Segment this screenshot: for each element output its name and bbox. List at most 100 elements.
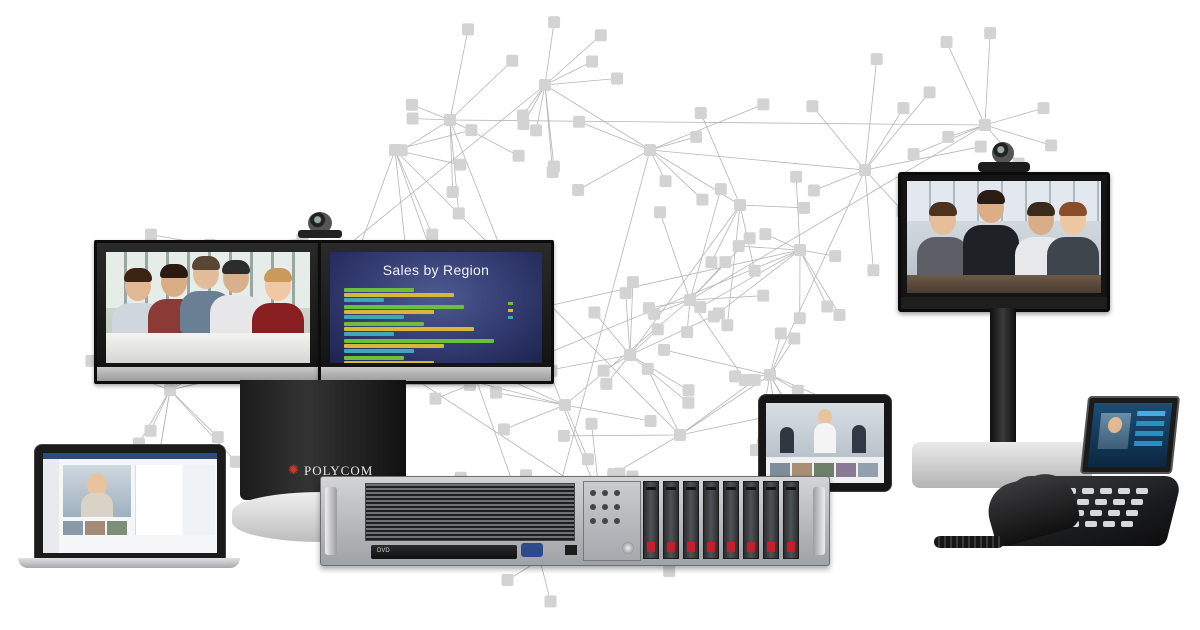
network-link <box>769 169 866 376</box>
network-link <box>946 41 986 126</box>
network-node <box>626 276 639 289</box>
network-link <box>864 92 930 171</box>
laptop-base <box>18 558 240 568</box>
network-link <box>449 119 454 193</box>
network-link <box>539 559 551 602</box>
network-link <box>738 245 801 251</box>
network-link <box>689 295 764 301</box>
network-node <box>870 53 883 66</box>
network-node <box>497 423 510 436</box>
network-node <box>859 164 871 176</box>
network-link <box>544 84 554 172</box>
network-link <box>503 404 566 430</box>
network-node <box>721 319 734 332</box>
network-link <box>647 368 681 436</box>
network-node <box>798 201 811 214</box>
network-node <box>462 23 475 36</box>
network-node <box>682 396 695 409</box>
phone-key <box>1113 499 1125 505</box>
phone-key <box>1103 521 1115 527</box>
phone-key <box>1077 499 1089 505</box>
network-node <box>1045 139 1058 152</box>
network-link <box>544 61 593 86</box>
server-unit: DVD <box>320 476 830 566</box>
chart-bar <box>344 361 434 363</box>
dvd-label: DVD <box>377 548 390 554</box>
network-node <box>694 301 707 314</box>
network-node <box>940 36 953 49</box>
phone-key <box>1082 488 1094 494</box>
network-link <box>679 379 756 436</box>
network-node <box>490 386 503 399</box>
network-link <box>544 84 741 206</box>
network-link <box>769 338 795 376</box>
network-node <box>793 312 806 325</box>
network-node <box>539 79 551 91</box>
chart-bar <box>344 327 474 331</box>
network-node <box>707 310 720 323</box>
network-node <box>530 124 543 137</box>
vga-port <box>521 543 543 557</box>
network-link <box>544 78 618 86</box>
network-node <box>659 175 672 188</box>
network-node <box>663 565 676 578</box>
network-node <box>506 54 519 67</box>
server-vent <box>365 483 575 541</box>
network-node <box>794 244 806 256</box>
network-link <box>629 313 720 356</box>
network-node <box>714 183 727 196</box>
network-link <box>711 204 741 263</box>
network-link <box>689 261 726 301</box>
phone-display <box>1087 403 1173 467</box>
network-link <box>663 349 771 376</box>
camera-mount <box>978 162 1030 172</box>
phone-key <box>1118 488 1130 494</box>
network-link <box>625 293 631 356</box>
network-link <box>564 404 651 422</box>
drive-bay <box>643 481 659 559</box>
network-link <box>648 299 691 309</box>
network-link <box>700 249 801 308</box>
network-link <box>649 149 703 200</box>
network-node <box>446 186 459 199</box>
network-node <box>696 193 709 206</box>
phone-cord <box>934 536 1004 548</box>
drive-bay <box>763 481 779 559</box>
network-link <box>594 312 631 356</box>
network-node <box>829 250 842 263</box>
network-link <box>544 34 602 86</box>
chart-bar <box>344 332 394 336</box>
network-node <box>559 399 571 411</box>
drive-bay <box>663 481 679 559</box>
chart-bar <box>344 310 434 314</box>
chart-bar <box>344 298 384 302</box>
chart-bar <box>344 288 414 292</box>
network-link <box>629 354 689 404</box>
network-node <box>600 377 613 390</box>
chart-title: Sales by Region <box>382 262 490 278</box>
network-link <box>864 146 981 171</box>
network-node <box>748 264 761 277</box>
sales-chart: Sales by Region <box>330 252 542 363</box>
dvd-drive: DVD <box>371 545 517 559</box>
network-node <box>586 55 599 68</box>
video-display-left <box>94 240 322 384</box>
phone-key <box>1090 510 1102 516</box>
network-node <box>389 144 401 156</box>
network-link <box>984 107 1044 126</box>
meeting-video-feed <box>907 181 1101 293</box>
network-node <box>719 256 732 269</box>
network-node <box>806 100 819 113</box>
network-node <box>594 29 607 42</box>
stand-pole <box>990 308 1016 454</box>
network-link <box>948 124 986 138</box>
chart-bar <box>344 356 404 360</box>
chart-bar <box>344 293 454 297</box>
network-node <box>444 114 456 126</box>
camera-icon <box>308 212 332 234</box>
telepresence-system: Sales by Region ✺ POLYCOM <box>94 212 554 562</box>
network-node <box>546 165 559 178</box>
network-node <box>588 306 601 319</box>
network-node <box>597 364 610 377</box>
network-link <box>864 169 874 271</box>
